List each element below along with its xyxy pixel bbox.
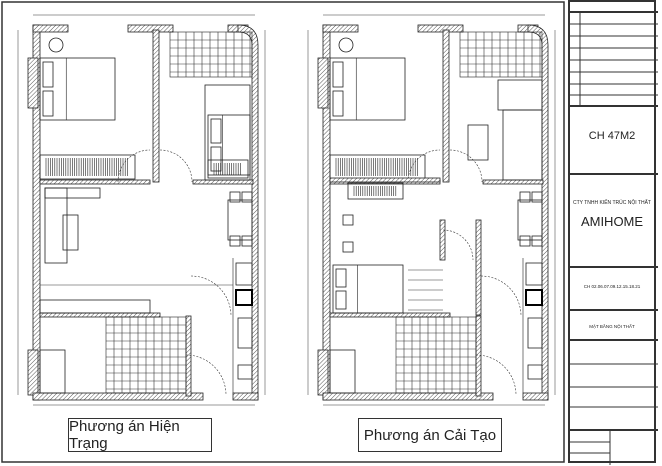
pillow [210,118,222,144]
wall [32,392,204,401]
sofa-bed [502,109,543,181]
tiled-floor [459,31,543,78]
chair [531,191,543,203]
door-swing [475,354,517,396]
door-swing [190,275,232,317]
oven [235,289,253,306]
bed [207,114,251,176]
door-swing [442,229,474,261]
sofa [44,187,68,264]
chair [241,191,253,203]
door-swing [159,149,193,183]
bed [39,57,116,121]
sofa [497,79,543,111]
door-swing [480,275,522,317]
plan-renovation [307,14,556,406]
wall [522,392,549,401]
chair [241,235,253,247]
wall [185,315,192,397]
plan-label-renovation: Phương án Cải Tạo [358,418,502,452]
wardrobe [207,159,249,179]
wardrobe [39,154,136,180]
pillow [42,90,54,117]
wall [192,179,254,185]
pillow [42,61,54,88]
wall [482,179,544,185]
company-name: CTY TNHH KIẾN TRÚC NỘI THẤT [573,200,651,206]
door-swing [185,354,227,396]
bed [332,264,404,314]
stove [237,364,253,380]
sink [527,317,543,349]
wall-rounded-corner [527,24,549,401]
project-code: CH 47M2 [588,130,636,142]
wardrobe [347,182,404,200]
door-swing [117,149,151,183]
pillow [332,61,344,88]
sheet-border [1,1,565,463]
stove [527,364,543,380]
pillow [335,268,347,288]
fridge [525,262,543,286]
plant-pot [48,37,64,53]
wall [32,24,69,33]
wall [322,392,494,401]
chair [229,191,241,203]
chair [531,235,543,247]
wall [232,392,259,401]
wall [439,219,446,261]
fridge [235,262,253,286]
wall-rounded-corner [237,24,259,401]
door-swing [407,149,441,183]
door-swing [449,149,483,183]
bed [329,57,406,121]
sink [237,317,253,349]
dining-table [227,199,253,241]
tiled-floor [169,31,253,78]
brand-name: AMIHOME [580,214,644,229]
shoe-cabinet [39,299,151,314]
chair [342,214,354,226]
wall [127,24,174,33]
pillow [335,290,347,310]
dining-table [517,199,543,241]
chair [519,235,531,247]
wall [442,29,450,183]
side-table [467,124,489,161]
apartment-list: CH 02.06.07.09.12.15.18.21 [583,284,641,289]
oven [525,289,543,306]
chair [229,235,241,247]
title-block: CH 47M2 CTY TNHH KIẾN TRÚC NỘI THẤT AMIH… [568,0,658,465]
wall [475,219,482,316]
wall [317,57,329,109]
wall [27,349,39,396]
wall [475,315,482,397]
plant-pot [338,37,354,53]
plan-current-state [17,14,266,406]
wall [27,57,39,109]
chair [342,241,354,253]
wall [329,312,451,318]
washing-machine [39,349,66,394]
plan-label-current: Phương án Hiện Trạng [68,418,212,452]
wall [322,24,359,33]
wall [39,179,151,185]
title-block-grid [570,11,658,465]
washing-machine [329,349,356,394]
wall [152,29,160,183]
wall [417,24,464,33]
wall [329,177,441,183]
wall [39,312,161,318]
drawing-name: MẶT BẰNG NỘI THẤT [589,324,635,329]
sofa-back [44,187,101,199]
wall [317,349,329,396]
chair [519,191,531,203]
coffee-table [62,214,79,251]
pillow [332,90,344,117]
